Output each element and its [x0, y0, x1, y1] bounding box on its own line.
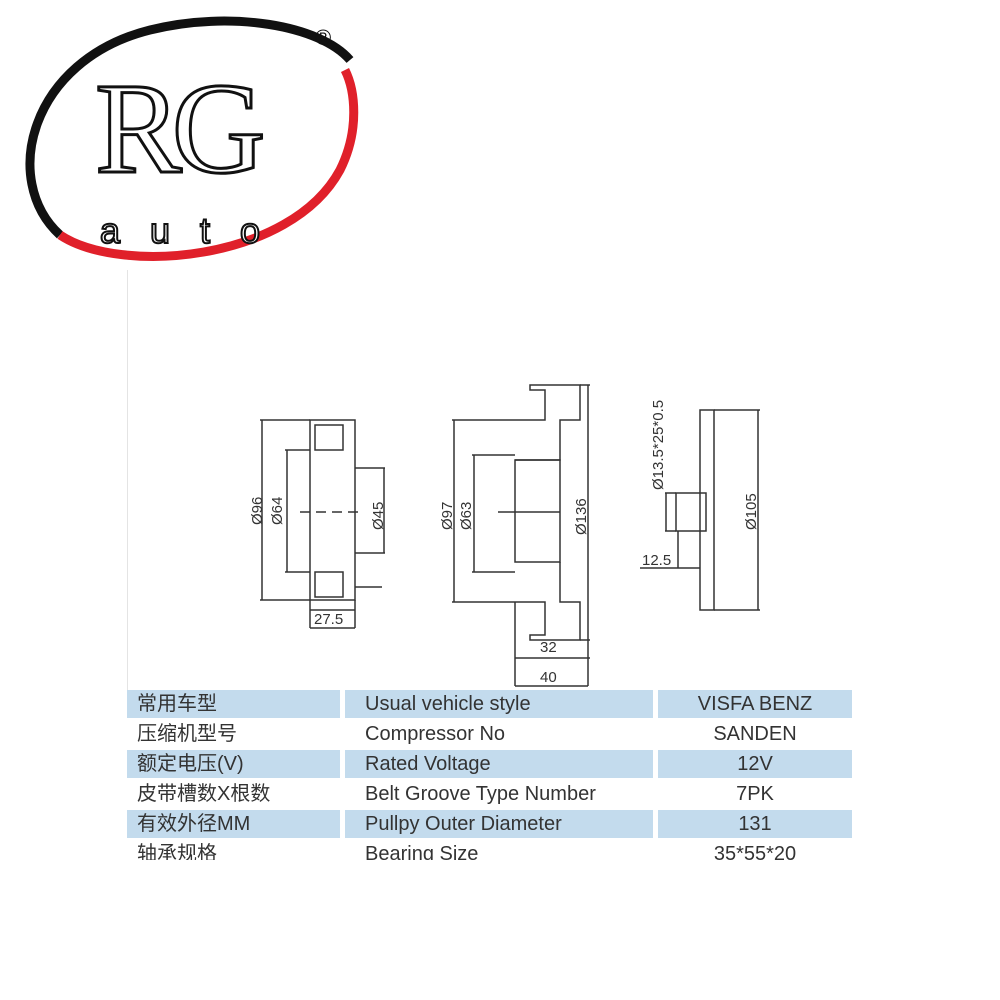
row-value: SANDEN — [658, 720, 852, 748]
table-row: 皮带槽数X根数 Belt Groove Type Number 7PK — [127, 780, 857, 810]
row-label-en: Pullpy Outer Diameter — [345, 810, 653, 838]
dim-groove-width: 32 — [540, 639, 557, 656]
row-label-en: Belt Groove Type Number — [345, 780, 653, 808]
row-label-en: Rated Voltage — [345, 750, 653, 778]
logo-brand: RG — [95, 57, 262, 201]
table-row: 有效外径MM Pullpy Outer Diameter 131 — [127, 810, 857, 840]
dim-coil-width: 27.5 — [314, 611, 343, 628]
row-label-zh: 有效外径MM — [127, 810, 340, 838]
dim-total-width: 40 — [540, 669, 557, 686]
dim-coil-bore: Ø45 — [370, 502, 387, 530]
dim-coil-inner: Ø64 — [269, 497, 286, 525]
table-row: 轴承规格 Bearing Size 35*55*20 — [127, 840, 857, 860]
dim-plate-diameter: Ø105 — [743, 493, 760, 530]
row-value: 7PK — [658, 780, 852, 808]
technical-drawing: Ø96 Ø64 Ø45 27.5 Ø97 Ø63 Ø136 32 40 Ø13.… — [249, 384, 760, 687]
table-row: 常用车型 Usual vehicle style VISFA BENZ — [127, 690, 857, 720]
row-label-zh: 压缩机型号 — [127, 720, 340, 748]
dim-pulley-inner: Ø63 — [458, 502, 475, 530]
row-label-en: Bearing Size — [345, 840, 653, 860]
row-value: VISFA BENZ — [658, 690, 852, 718]
row-value: 131 — [658, 810, 852, 838]
dim-plate-shaft: Ø13.5*25*0.5 — [650, 400, 667, 490]
row-label-zh: 常用车型 — [127, 690, 340, 718]
dim-coil-outer: Ø96 — [249, 497, 266, 525]
logo-subtitle: auto — [100, 210, 290, 251]
dim-pulley-outer: Ø97 — [439, 502, 456, 530]
table-row: 额定电压(V) Rated Voltage 12V — [127, 750, 857, 780]
rg-auto-logo: RG auto ® — [25, 16, 359, 261]
row-label-zh: 皮带槽数X根数 — [127, 780, 340, 808]
dim-pulley-diameter: Ø136 — [573, 498, 590, 535]
row-value: 35*55*20 — [658, 840, 852, 860]
table-row: 压缩机型号 Compressor No SANDEN — [127, 720, 857, 750]
row-value: 12V — [658, 750, 852, 778]
spec-table: 常用车型 Usual vehicle style VISFA BENZ 压缩机型… — [127, 690, 857, 860]
row-label-zh: 轴承规格 — [127, 840, 340, 860]
row-label-en: Compressor No — [345, 720, 653, 748]
registered-mark: ® — [315, 25, 331, 50]
row-label-en: Usual vehicle style — [345, 690, 653, 718]
row-label-zh: 额定电压(V) — [127, 750, 340, 778]
dim-plate-offset: 12.5 — [642, 552, 671, 569]
divider — [127, 270, 128, 690]
